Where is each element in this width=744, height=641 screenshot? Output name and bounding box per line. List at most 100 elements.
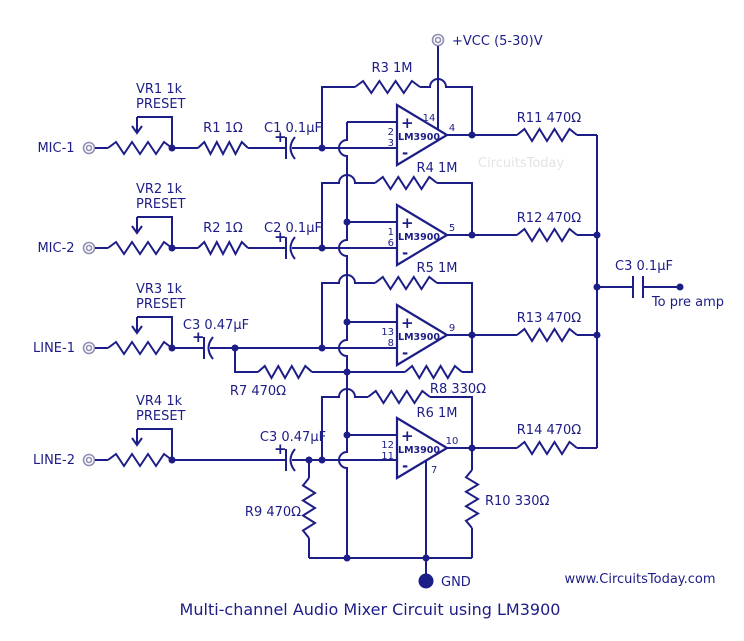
preset-vr2-label: VR2 1k — [136, 182, 183, 197]
resistor-r6-zigzag — [367, 389, 431, 405]
resistor-r11-label: R11 470Ω — [517, 111, 582, 126]
preset-vr1-type: PRESET — [136, 97, 186, 112]
preset-vr3-wiper-arrowhead — [131, 325, 143, 335]
preset-vr4-wiper-link — [137, 428, 173, 460]
resistor-r10-zigzag — [464, 469, 480, 529]
preset-vr4-type: PRESET — [136, 409, 186, 424]
wire-r7-left — [234, 348, 258, 373]
resistor-r13-label: R13 470Ω — [517, 311, 582, 326]
resistor-r13-zigzag — [516, 327, 578, 343]
junction-vr3-wiper — [168, 344, 176, 352]
resistor-r2-zigzag — [197, 239, 249, 257]
junction-vr1-wiper — [168, 144, 176, 152]
opamp4-pin-plus: 12 — [381, 440, 394, 451]
capacitor-c3b-polarity: + — [274, 440, 287, 458]
capacitor-c2-curved-plate — [289, 236, 296, 260]
capacitor-c3a-polarity: + — [192, 328, 205, 346]
capacitor-c1-label: C1 0.1µF — [264, 121, 322, 136]
opamp3-plus-sign: + — [401, 314, 414, 332]
opamp4-minus-sign: - — [402, 457, 408, 475]
preset-vr1-label: VR1 1k — [136, 82, 183, 97]
opamp2-pin-plus: 1 — [388, 227, 394, 238]
preset-vr4-label: VR4 1k — [136, 394, 183, 409]
opamp2-pin-out: 5 — [449, 223, 455, 234]
resistor-r9-label: R9 470Ω — [245, 505, 301, 520]
opamp2-triangle — [395, 203, 450, 267]
capacitor-c3b-label: C3 0.47µF — [260, 430, 326, 445]
wire-r6-left — [321, 388, 368, 460]
resistor-r7-zigzag — [257, 363, 313, 381]
input-jack-icon-inner — [85, 244, 93, 252]
resistor-r14-label: R14 470Ω — [517, 423, 582, 438]
channel-label-mic2: MIC-2 — [37, 241, 74, 256]
resistor-r7-label: R7 470Ω — [230, 384, 286, 399]
wire-r4-left — [321, 174, 375, 248]
opamp2-pin-minus: 6 — [388, 238, 394, 249]
capacitor-c1-polarity: + — [274, 128, 287, 146]
resistor-r3-label: R3 1M — [372, 61, 413, 76]
opamp4-pin-gnd: 7 — [431, 465, 437, 476]
opamp1-pin-plus: 2 — [388, 127, 394, 138]
preset-vr3-wiper-link — [137, 316, 173, 348]
resistor-r14-zigzag — [516, 440, 578, 456]
opamp3-part-label: LM3900 — [398, 332, 440, 343]
junction-vr4-wiper — [168, 456, 176, 464]
opamp3-pin-plus: 13 — [381, 327, 394, 338]
resistor-r11-zigzag — [516, 127, 578, 143]
resistor-r6-label: R6 1M — [417, 406, 458, 421]
capacitor-c3a-curved-plate — [207, 336, 214, 360]
opamp1-triangle — [395, 103, 450, 167]
junction-amp3-out — [468, 331, 476, 339]
wire-noninv-bus — [338, 122, 348, 558]
channel-label-line1: LINE-1 — [33, 341, 75, 356]
resistor-r12-zigzag — [516, 227, 578, 243]
input-jack-icon — [82, 341, 96, 355]
website-credit: www.CircuitsToday.com — [564, 572, 715, 587]
outcap-label: C3 0.1µF — [615, 259, 673, 274]
opamp3-pin-out: 9 — [449, 323, 455, 334]
opamp3-pin-minus: 8 — [388, 338, 394, 349]
capacitor-c2-polarity: + — [274, 228, 287, 246]
junction-amp2-out — [468, 231, 476, 239]
capacitor-c3a-label: C3 0.47µF — [183, 318, 249, 333]
resistor-r1-zigzag — [197, 139, 249, 157]
channel-label-mic1: MIC-1 — [37, 141, 74, 156]
opamp2-minus-sign: - — [402, 244, 408, 262]
opamp4-plus-sign: + — [401, 427, 414, 445]
input-jack-icon-inner — [85, 456, 93, 464]
resistor-r3-zigzag — [354, 79, 421, 95]
wire-r6-right — [430, 396, 473, 448]
channel-label-line2: LINE-2 — [33, 453, 75, 468]
resistor-r12-label: R12 470Ω — [517, 211, 582, 226]
preset-vr2-zigzag — [107, 240, 173, 256]
gnd-terminal-icon — [418, 573, 434, 589]
opamp1-part-label: LM3900 — [398, 132, 440, 143]
preset-vr3-label: VR3 1k — [136, 282, 183, 297]
wire-r5-left — [321, 274, 375, 348]
capacitor-c1-curved-plate — [289, 136, 296, 160]
opamp2-plus-sign: + — [401, 214, 414, 232]
preset-vr2-wiper-arrowhead — [131, 225, 143, 235]
resistor-r1-label: R1 1Ω — [203, 121, 243, 136]
wire-r3-left — [321, 86, 355, 148]
preset-vr2-type: PRESET — [136, 197, 186, 212]
junction-mixbus-r13 — [593, 331, 601, 339]
resistor-r2-label: R2 1Ω — [203, 221, 243, 236]
wire-r8-right — [462, 335, 473, 373]
input-jack-icon — [82, 241, 96, 255]
resistor-r4-label: R4 1M — [417, 161, 458, 176]
resistor-r8-label: R8 330Ω — [430, 382, 486, 397]
preset-vr1-wiper-arrowhead — [131, 125, 143, 135]
input-jack-icon — [82, 141, 96, 155]
preset-vr1-wiper-link — [137, 116, 173, 148]
opamp4-pin-out: 10 — [446, 436, 459, 447]
wire-r4-right — [437, 182, 473, 235]
opamp4-part-label: LM3900 — [398, 445, 440, 456]
preset-vr1-zigzag — [107, 140, 173, 156]
preamp-terminal — [676, 283, 684, 291]
input-jack-icon — [82, 453, 96, 467]
opamp4-pin-minus: 11 — [381, 451, 394, 462]
preset-vr4-zigzag — [107, 452, 173, 468]
gnd-label: GND — [441, 575, 471, 590]
